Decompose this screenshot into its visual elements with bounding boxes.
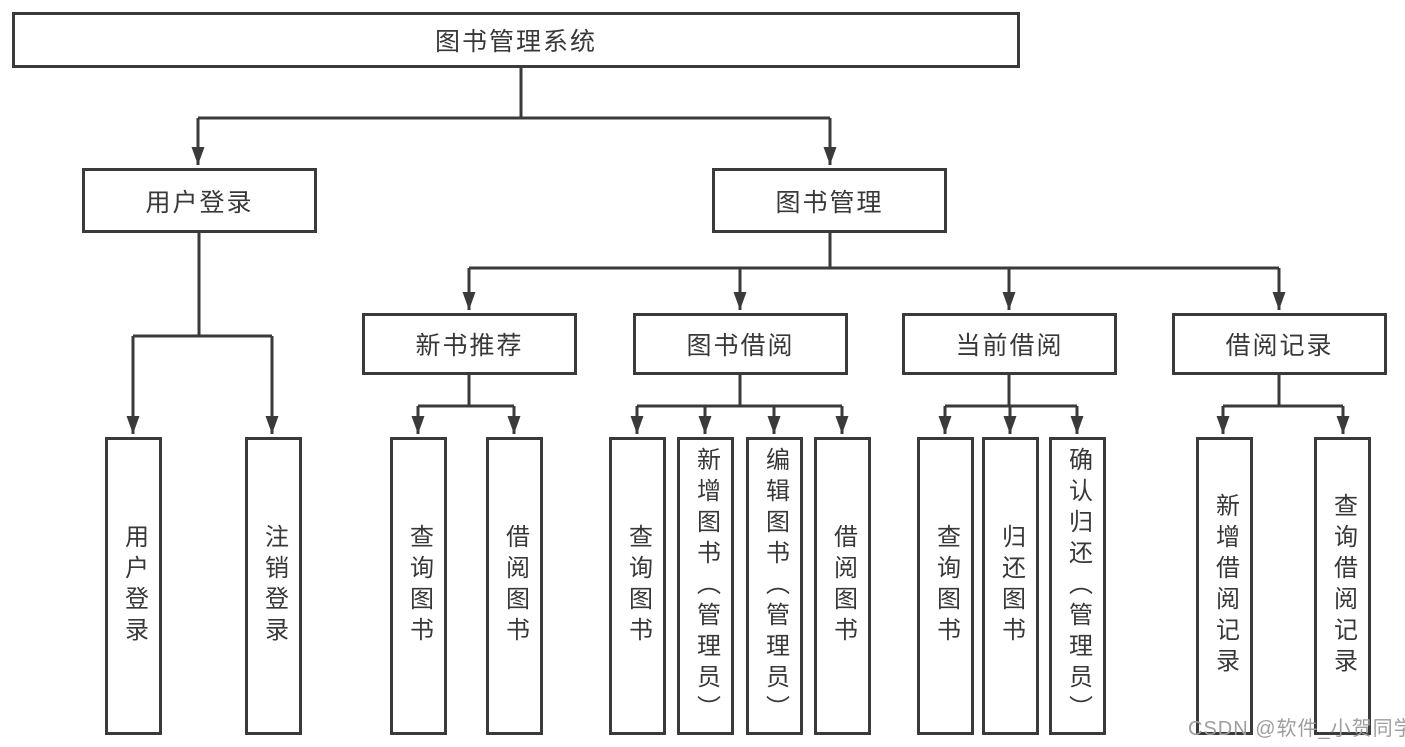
node-leaf-confirm-return-admin: 确认归还（管理员） [1049,437,1106,735]
node-leaf-add-book-admin: 新增图书（管理员） [677,437,734,735]
node-leaf-add-borrow-record: 新增借阅记录 [1196,437,1253,735]
node-leaf-logout: 注销登录 [245,437,302,735]
node-root-system: 图书管理系统 [12,12,1020,68]
node-book-management: 图书管理 [712,168,947,233]
node-leaf-edit-book-admin: 编辑图书（管理员） [746,437,803,735]
node-book-borrowing: 图书借阅 [633,313,848,375]
watermark: CSDN @软件_小贺同学 [1188,718,1405,740]
node-leaf-borrow-books-1: 借阅图书 [486,437,543,735]
node-user-login: 用户登录 [82,168,317,233]
node-new-book-recommend: 新书推荐 [362,313,577,375]
node-leaf-query-books-3: 查询图书 [917,437,974,735]
node-leaf-user-login: 用户登录 [105,437,162,735]
node-current-borrowing: 当前借阅 [902,313,1117,375]
node-leaf-query-borrow-record: 查询借阅记录 [1314,437,1371,735]
node-leaf-query-books-2: 查询图书 [609,437,666,735]
node-borrowing-records: 借阅记录 [1172,313,1387,375]
node-leaf-borrow-books-2: 借阅图书 [814,437,871,735]
node-leaf-query-books-1: 查询图书 [390,437,447,735]
node-leaf-return-book: 归还图书 [982,437,1039,735]
tree-stems [133,68,1343,408]
